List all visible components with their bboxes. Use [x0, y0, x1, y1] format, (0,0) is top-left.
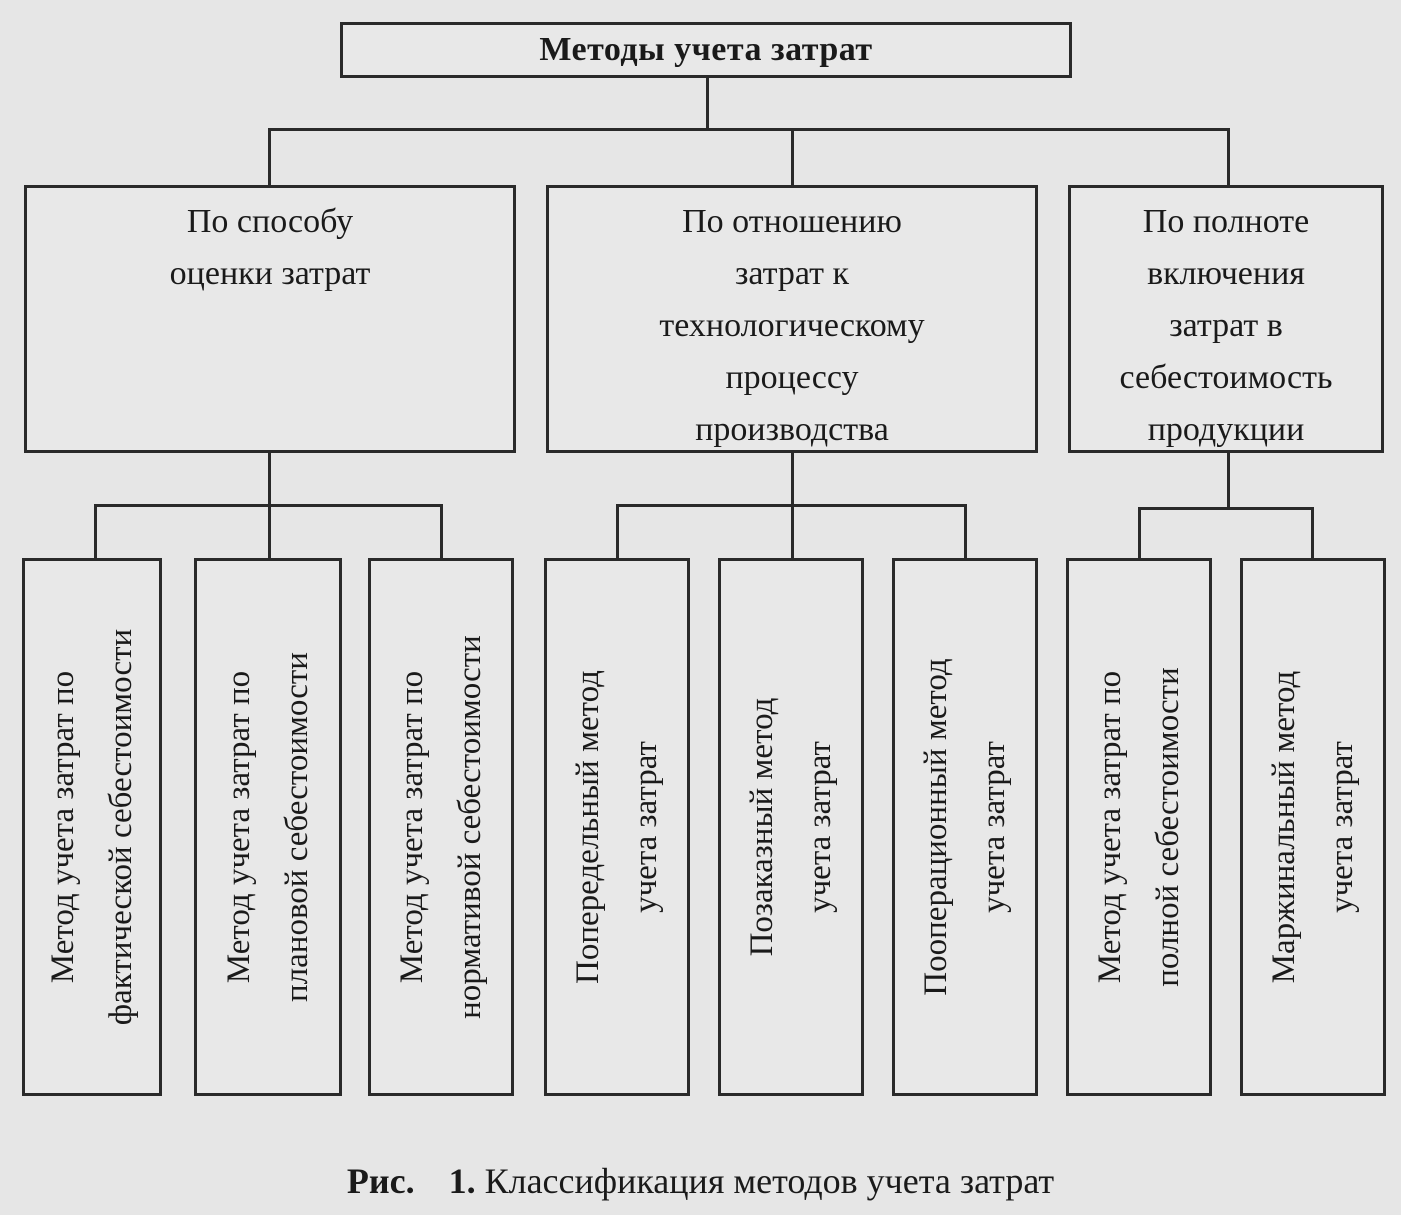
method-node-marginal: Маржинальный метод учета затрат [1240, 558, 1386, 1096]
method-node-job-order: Позаказный метод учета затрат [718, 558, 864, 1096]
method-label-line: Метод учета затрат по [221, 670, 257, 984]
method-node-normative-cost: Метод учета затрат по нормативой себесто… [368, 558, 514, 1096]
connector-to-method-8 [1311, 507, 1314, 562]
connector-category-1-down [268, 453, 271, 506]
method-label-line: фактической себестоимости [103, 628, 139, 1026]
category-label-line: затрат в [1169, 307, 1283, 344]
method-label-line: полной себестоимости [1150, 667, 1186, 987]
method-label-line: Метод учета затрат по [394, 670, 430, 984]
category-label-line: технологическому [659, 307, 925, 344]
category-label-line: продукции [1147, 411, 1305, 448]
method-label-line: Позаказный метод [744, 697, 780, 957]
method-node-planned-cost: Метод учета затрат по плановой себестоим… [194, 558, 342, 1096]
connector-group-3-horizontal [1138, 507, 1314, 510]
method-label-line: учета затрат [1324, 741, 1360, 913]
caption-number: 1. [448, 1161, 476, 1201]
category-label-line: себестоимость [1119, 359, 1333, 396]
root-title: Методы учета затрат [539, 31, 873, 68]
connector-to-method-6 [964, 504, 967, 559]
method-label-line: Метод учета затрат по [1092, 670, 1128, 984]
category-label-line: производства [695, 411, 889, 448]
method-label-line: Пооперационный метод [918, 658, 954, 996]
connector-to-category-1 [268, 128, 271, 186]
connector-to-method-1 [94, 504, 97, 559]
method-label-line: учета затрат [802, 741, 838, 913]
connector-category-3-down [1227, 453, 1230, 509]
category-label-line: оценки затрат [169, 255, 371, 292]
root-node: Методы учета затрат [340, 22, 1072, 78]
method-label-line: учета затрат [628, 741, 664, 913]
method-label-line: плановой себестоимости [279, 652, 315, 1002]
connector-root-down [706, 78, 709, 130]
caption-label: Рис. [346, 1161, 415, 1201]
method-label-line: Метод учета затрат по [45, 670, 81, 984]
method-node-actual-cost: Метод учета затрат по фактической себест… [22, 558, 162, 1096]
method-label-line: учета затрат [976, 741, 1012, 913]
connector-top-horizontal [268, 128, 1230, 131]
method-node-process: Попередельный метод учета затрат [544, 558, 690, 1096]
category-label-line: По способу [186, 203, 354, 240]
connector-to-category-3 [1227, 128, 1230, 186]
method-label-line: Попередельный метод [570, 670, 606, 984]
caption-text: Классификация методов учета затрат [484, 1161, 1055, 1201]
category-label-line: процессу [725, 359, 859, 396]
category-node-valuation: По способу оценки затрат [24, 185, 516, 453]
category-label-line: включения [1147, 255, 1305, 292]
method-node-operation: Пооперационный метод учета затрат [892, 558, 1038, 1096]
category-node-process: По отношению затрат к технологическому п… [546, 185, 1038, 453]
category-label-line: По отношению [682, 203, 902, 240]
connector-to-method-2 [268, 504, 271, 559]
category-label-line: затрат к [734, 255, 849, 292]
connector-category-2-down [791, 453, 794, 506]
connector-to-method-3 [440, 504, 443, 559]
method-label-line: нормативой себестоимости [452, 635, 488, 1019]
method-label-line: Маржинальный метод [1266, 670, 1302, 984]
connector-to-method-4 [616, 504, 619, 559]
category-label-line: По полноте [1142, 203, 1310, 240]
category-node-completeness: По полноте включения затрат в себестоимо… [1068, 185, 1384, 453]
method-node-full-cost: Метод учета затрат по полной себестоимос… [1066, 558, 1212, 1096]
connector-to-category-2 [791, 128, 794, 186]
connector-to-method-7 [1138, 507, 1141, 562]
figure-caption: Рис. 1. Классификация методов учета затра… [0, 1160, 1401, 1202]
connector-to-method-5 [791, 504, 794, 559]
